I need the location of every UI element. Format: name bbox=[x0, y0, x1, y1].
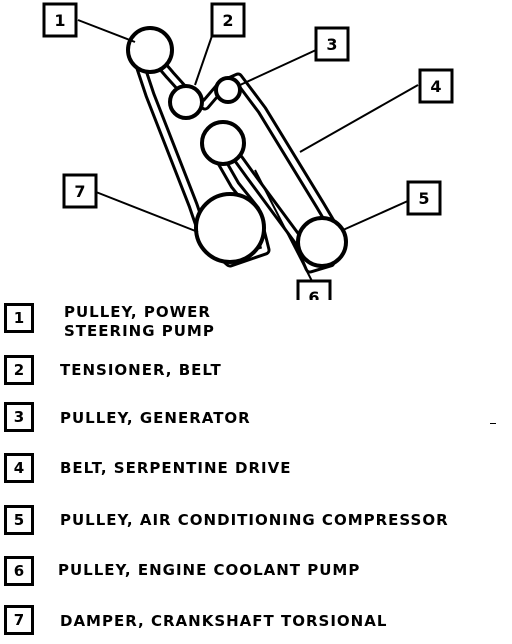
legend-description: PULLEY, ENGINE COOLANT PUMP bbox=[58, 561, 361, 579]
belt-routing-diagram: 1 2 3 4 5 6 7 bbox=[42, 2, 454, 300]
callout-1: 1 bbox=[42, 2, 78, 38]
callout-5: 5 bbox=[406, 180, 442, 216]
legend-number-box: 6 bbox=[4, 556, 34, 586]
coolant-pump-pulley bbox=[200, 120, 246, 166]
legend-line-1: PULLEY, POWER bbox=[64, 303, 211, 321]
legend-number-box: 2 bbox=[4, 355, 34, 385]
callout-7-label: 7 bbox=[74, 182, 85, 201]
callout-6: 6 bbox=[296, 279, 332, 300]
legend-number-box: 5 bbox=[4, 505, 34, 535]
legend-line-2: STEERING PUMP bbox=[64, 322, 215, 340]
callout-2: 2 bbox=[210, 2, 246, 38]
stray-mark bbox=[490, 423, 496, 424]
callout-3-label: 3 bbox=[326, 35, 337, 54]
callout-5-label: 5 bbox=[418, 189, 429, 208]
legend-number-box: 3 bbox=[4, 402, 34, 432]
callout-2-label: 2 bbox=[222, 11, 233, 30]
ac-compressor-pulley bbox=[296, 216, 348, 268]
legend-description: PULLEY, GENERATOR bbox=[60, 409, 251, 427]
tensioner-pulley bbox=[168, 84, 204, 120]
callout-4-label: 4 bbox=[430, 77, 441, 96]
callout-3: 3 bbox=[314, 26, 350, 62]
legend-number-box: 4 bbox=[4, 453, 34, 483]
legend-number-box: 7 bbox=[4, 605, 34, 635]
leader-lines bbox=[77, 19, 419, 286]
legend-description: PULLEY, POWER STEERING PUMP bbox=[64, 303, 215, 341]
callout-6-label: 6 bbox=[308, 288, 319, 300]
legend-description: BELT, SERPENTINE DRIVE bbox=[60, 459, 292, 477]
legend-description: TENSIONER, BELT bbox=[60, 361, 222, 379]
legend-number-box: 1 bbox=[4, 303, 34, 333]
crankshaft-damper bbox=[194, 192, 266, 264]
callout-1-label: 1 bbox=[54, 11, 65, 30]
callout-7: 7 bbox=[62, 173, 98, 209]
generator-pulley bbox=[214, 76, 242, 104]
legend-description: DAMPER, CRANKSHAFT TORSIONAL bbox=[60, 612, 388, 630]
power-steering-pulley bbox=[126, 26, 174, 74]
callout-4: 4 bbox=[418, 68, 454, 104]
legend-description: PULLEY, AIR CONDITIONING COMPRESSOR bbox=[60, 511, 449, 529]
